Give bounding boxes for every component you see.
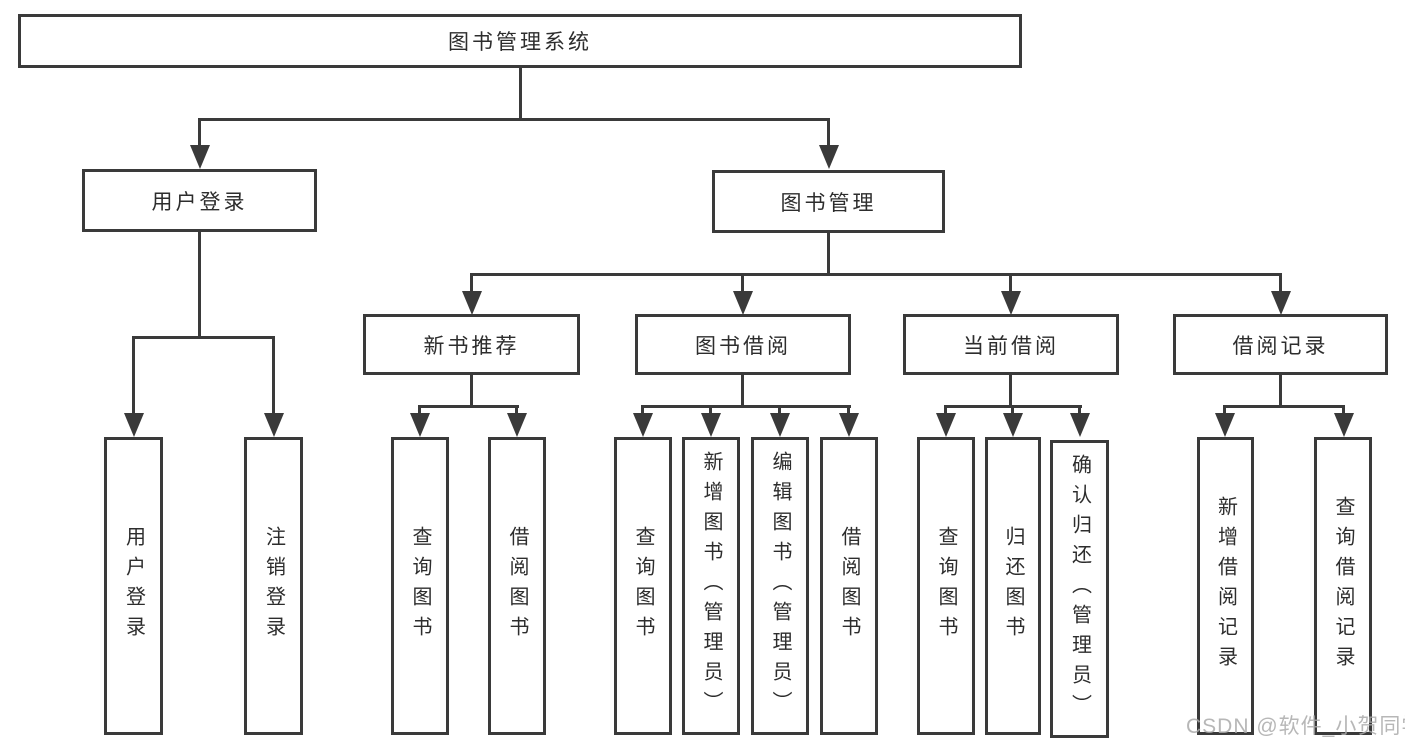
connector-arrow-shaft bbox=[515, 405, 518, 417]
connector-arrow-shaft bbox=[1009, 273, 1012, 293]
csdn-watermark: CSDN @软件_小贺同学 bbox=[1186, 715, 1405, 738]
connector-arrow-shaft bbox=[1078, 405, 1081, 417]
leaf-confirm-return-admin: 确认归还（管理员） bbox=[1050, 440, 1109, 738]
connector-arrow-shaft bbox=[827, 118, 830, 148]
connector-borrow-stub bbox=[741, 375, 744, 407]
node-label: 新书推荐 bbox=[423, 334, 520, 358]
arrowhead-down-icon bbox=[462, 291, 482, 315]
leaf-label: 借阅图书 bbox=[506, 526, 528, 646]
node-label: 图书借阅 bbox=[695, 334, 791, 358]
connector-arrow-shaft bbox=[709, 405, 712, 417]
connector-bookmgmt-hbar bbox=[470, 273, 1282, 276]
arrowhead-down-icon bbox=[1001, 291, 1021, 315]
connector-root-hbar bbox=[198, 118, 830, 121]
arrowhead-down-icon bbox=[770, 413, 790, 437]
leaf-current-query-books: 查询图书 bbox=[917, 437, 975, 735]
connector-arrow-shaft bbox=[470, 273, 473, 293]
node-label: 图书管理 bbox=[780, 191, 877, 215]
node-new-book-recommend: 新书推荐 bbox=[363, 314, 580, 375]
leaf-add-books-admin: 新增图书（管理员） bbox=[682, 437, 740, 735]
leaf-recommend-borrow-books: 借阅图书 bbox=[488, 437, 546, 735]
leaf-label: 借阅图书 bbox=[838, 526, 860, 646]
connector-arrow-shaft bbox=[778, 405, 781, 417]
connector-borrow-hbar bbox=[641, 405, 851, 408]
node-current-borrow: 当前借阅 bbox=[903, 314, 1119, 375]
arrowhead-down-icon bbox=[410, 413, 430, 437]
leaf-label: 归还图书 bbox=[1002, 526, 1024, 646]
leaf-label: 用户登录 bbox=[122, 526, 145, 646]
connector-arrow-shaft bbox=[944, 405, 947, 417]
arrowhead-down-icon bbox=[507, 413, 527, 437]
node-label: 当前借阅 bbox=[963, 334, 1059, 358]
node-label: 借阅记录 bbox=[1232, 334, 1329, 358]
arrowhead-down-icon bbox=[936, 413, 956, 437]
arrowhead-down-icon bbox=[819, 145, 839, 169]
arrowhead-down-icon bbox=[1271, 291, 1291, 315]
arrowhead-down-icon bbox=[1070, 413, 1090, 437]
leaf-label: 新增图书（管理员） bbox=[700, 451, 722, 721]
connector-recommend-hbar bbox=[418, 405, 519, 408]
connector-bookmgmt-stub bbox=[827, 233, 830, 276]
leaf-label: 查询图书 bbox=[409, 526, 431, 646]
leaf-return-books: 归还图书 bbox=[985, 437, 1041, 735]
connector-userlogin-stub bbox=[198, 232, 201, 339]
leaf-label: 查询图书 bbox=[935, 526, 957, 646]
connector-arrow-shaft bbox=[198, 118, 201, 148]
connector-arrow-shaft bbox=[132, 336, 135, 416]
leaf-label: 查询借阅记录 bbox=[1332, 496, 1354, 676]
connector-arrow-shaft bbox=[847, 405, 850, 417]
leaf-add-borrow-record: 新增借阅记录 bbox=[1197, 437, 1254, 735]
leaf-logout: 注销登录 bbox=[244, 437, 303, 735]
connector-arrow-shaft bbox=[741, 273, 744, 293]
leaf-label: 编辑图书（管理员） bbox=[769, 451, 791, 721]
connector-recommend-stub bbox=[470, 375, 473, 407]
connector-arrow-shaft bbox=[1011, 405, 1014, 417]
connector-arrow-shaft bbox=[1279, 273, 1282, 293]
arrowhead-down-icon bbox=[1003, 413, 1023, 437]
connector-userlogin-hbar bbox=[132, 336, 275, 339]
connector-arrow-shaft bbox=[641, 405, 644, 417]
connector-arrow-shaft bbox=[1223, 405, 1226, 417]
leaf-recommend-query-books: 查询图书 bbox=[391, 437, 449, 735]
leaf-borrow-query-books: 查询图书 bbox=[614, 437, 672, 735]
leaf-edit-books-admin: 编辑图书（管理员） bbox=[751, 437, 809, 735]
connector-root-stub bbox=[519, 66, 522, 121]
leaf-borrow-books: 借阅图书 bbox=[820, 437, 878, 735]
arrowhead-down-icon bbox=[839, 413, 859, 437]
connector-current-stub bbox=[1009, 375, 1012, 407]
leaf-query-borrow-record: 查询借阅记录 bbox=[1314, 437, 1372, 735]
connector-arrow-shaft bbox=[418, 405, 421, 417]
connector-records-stub bbox=[1279, 375, 1282, 407]
leaf-user-login: 用户登录 bbox=[104, 437, 163, 735]
arrowhead-down-icon bbox=[733, 291, 753, 315]
arrowhead-down-icon bbox=[264, 413, 284, 437]
node-book-management: 图书管理 bbox=[712, 170, 945, 233]
node-user-login: 用户登录 bbox=[82, 169, 317, 232]
arrowhead-down-icon bbox=[633, 413, 653, 437]
leaf-label: 注销登录 bbox=[262, 526, 285, 646]
leaf-label: 新增借阅记录 bbox=[1214, 496, 1237, 676]
arrowhead-down-icon bbox=[701, 413, 721, 437]
arrowhead-down-icon bbox=[124, 413, 144, 437]
node-borrow-records: 借阅记录 bbox=[1173, 314, 1388, 375]
arrowhead-down-icon bbox=[1334, 413, 1354, 437]
node-label: 图书管理系统 bbox=[448, 31, 592, 54]
arrowhead-down-icon bbox=[1215, 413, 1235, 437]
arrowhead-down-icon bbox=[190, 145, 210, 169]
connector-arrow-shaft bbox=[1342, 405, 1345, 417]
leaf-label: 确认归还（管理员） bbox=[1068, 454, 1091, 724]
node-root-library-system: 图书管理系统 bbox=[18, 14, 1022, 68]
leaf-label: 查询图书 bbox=[632, 526, 654, 646]
connector-records-hbar bbox=[1223, 405, 1345, 408]
node-book-borrow: 图书借阅 bbox=[635, 314, 851, 375]
node-label: 用户登录 bbox=[151, 190, 248, 214]
connector-arrow-shaft bbox=[272, 336, 275, 416]
